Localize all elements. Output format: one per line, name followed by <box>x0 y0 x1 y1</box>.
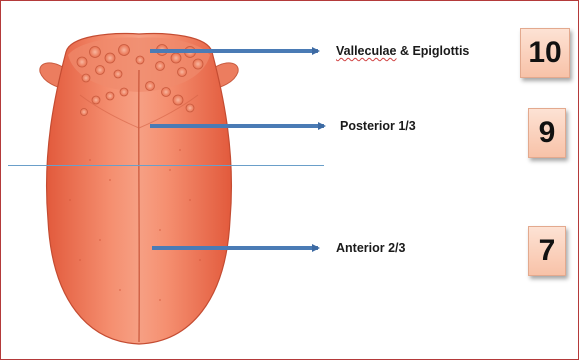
label-anterior: Anterior 2/3 <box>336 241 405 255</box>
number-box-posterior: 9 <box>528 108 566 158</box>
label-posterior: Posterior 1/3 <box>340 119 416 133</box>
label-epiglottis-rest: & Epiglottis <box>396 44 469 58</box>
number-box-anterior: 7 <box>528 226 566 276</box>
label-valleculae-epiglottis: Valleculae & Epiglottis <box>336 44 469 58</box>
label-valleculae-word: Valleculae <box>336 44 396 58</box>
number-box-valleculae: 10 <box>520 28 570 78</box>
